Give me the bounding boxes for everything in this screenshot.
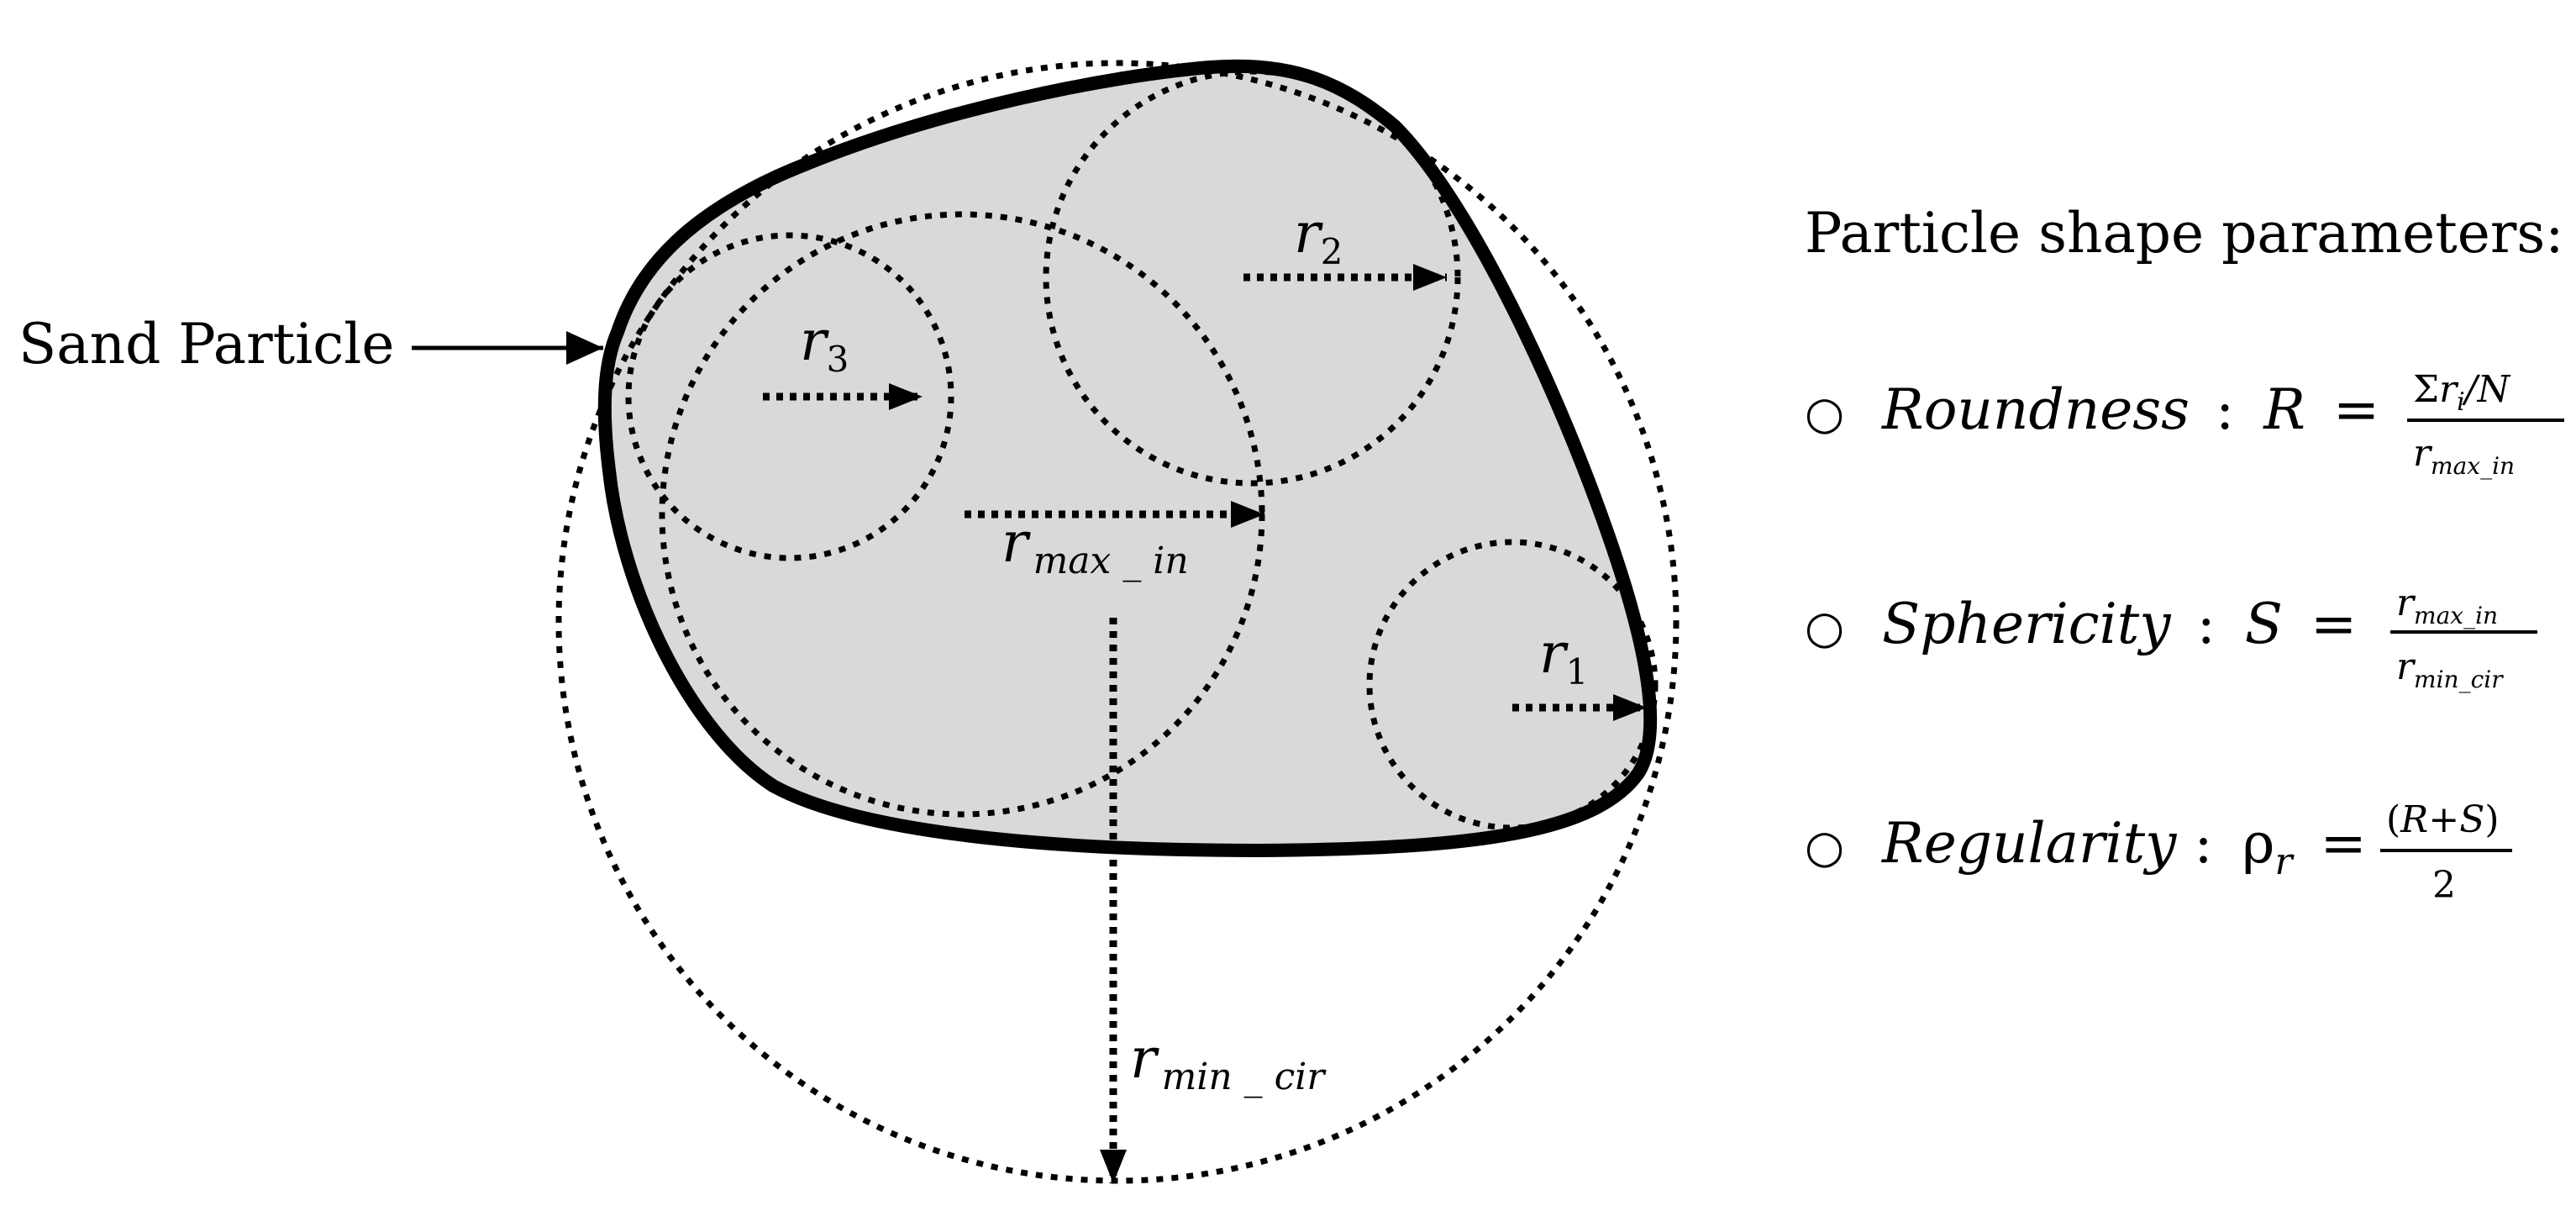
bullet-icon: ○ [1805,601,1844,654]
regularity-formula: ○ Regularity : ρr = (R+S) 2 [1805,798,2512,907]
corner-circle-r3 [625,232,954,561]
sand-particle-label: Sand Particle [18,312,394,376]
roundness-numerator: Σri/N [2413,368,2511,417]
roundness-denominator: rmax_in [2413,432,2515,480]
roundness-formula: ○ Roundness : R = Σri/N rmax_in [1805,368,2564,480]
sand-particle-shape [597,59,1658,857]
bullet-icon: ○ [1805,387,1844,440]
bullet-icon: ○ [1805,820,1844,873]
r1-label: r1 [1539,621,1588,692]
sphericity-numerator: rmax_in [2396,582,2498,629]
r2-label: r2 [1294,201,1343,272]
sphericity-formula: ○ Sphericity : S = rmax_in rmin_cir [1805,582,2537,693]
regularity-denominator: 2 [2432,864,2456,907]
corner-circle-r2 [1043,68,1461,487]
sphericity-denominator: rmin_cir [2396,645,2504,693]
roundness-name: Roundness : R = [1881,377,2379,442]
parameters-heading: Particle shape parameters: [1805,201,2563,266]
regularity-name: Regularity : ρr = [1881,811,2367,887]
regularity-numerator: (R+S) [2386,798,2500,841]
sphericity-name: Sphericity : S = [1882,592,2357,656]
corner-circle-r1 [1366,539,1659,831]
r3-label: r3 [800,308,849,380]
